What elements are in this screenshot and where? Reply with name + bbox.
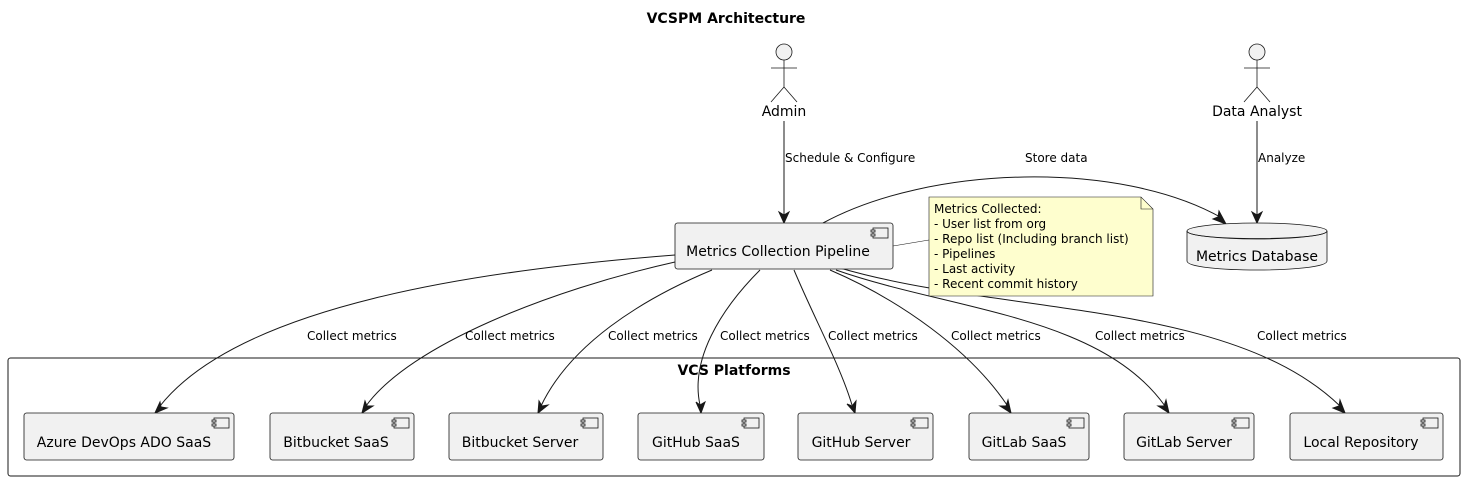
- diagram-title: VCSPM Architecture: [647, 11, 806, 27]
- edge-label-collect: Collect metrics: [307, 329, 397, 343]
- edge-collect-local-repo: [839, 267, 1341, 407]
- platform-label: Bitbucket SaaS: [283, 435, 389, 451]
- platform-label: GitHub SaaS: [652, 435, 740, 451]
- admin-actor-icon: [770, 43, 798, 103]
- arrowhead: [154, 400, 169, 414]
- component-icon: [1420, 417, 1439, 429]
- arrowhead: [777, 210, 791, 225]
- arrowhead: [846, 399, 857, 415]
- component-icon: [870, 227, 889, 239]
- arrowhead: [1211, 209, 1228, 225]
- edge-collect-github-saas: [697, 269, 761, 406]
- component-icon: [391, 417, 410, 429]
- platform-label: Azure DevOps ADO SaaS: [37, 435, 212, 451]
- arrowhead: [1331, 398, 1346, 414]
- platform-label: GitHub Server: [812, 435, 911, 451]
- arrowhead: [695, 400, 706, 415]
- note-item: - Pipelines: [934, 247, 995, 261]
- arrowhead: [998, 398, 1012, 415]
- edge-label-collect: Collect metrics: [1257, 329, 1347, 343]
- edge-label-store: Store data: [1025, 151, 1088, 165]
- note-item: - User list from org: [934, 217, 1046, 231]
- component-icon: [1066, 417, 1085, 429]
- edge-label-collect: Collect metrics: [1095, 329, 1185, 343]
- arrowhead: [537, 399, 550, 415]
- edge-collect-gitlab-saas: [829, 269, 1008, 406]
- platform-github-saas: GitHub SaaS: [637, 412, 765, 461]
- component-icon: [211, 417, 230, 429]
- edge-collect-gitlab-server: [835, 269, 1166, 407]
- platform-label: GitLab Server: [1136, 435, 1232, 451]
- component-icon: [1231, 417, 1250, 429]
- platform-gitlab-saas: GitLab SaaS: [968, 412, 1090, 461]
- platform-gitlab-server: GitLab Server: [1123, 412, 1255, 461]
- component-icon: [741, 417, 760, 429]
- data-analyst-label: Data Analyst: [1212, 104, 1302, 120]
- arrowhead: [361, 399, 375, 415]
- platform-label: Bitbucket Server: [462, 435, 579, 451]
- note-heading: Metrics Collected:: [934, 202, 1042, 216]
- data-analyst-actor-icon: [1243, 43, 1271, 103]
- arrowhead: [1250, 210, 1264, 225]
- edge-label-collect: Collect metrics: [465, 329, 555, 343]
- edge-label-collect: Collect metrics: [951, 329, 1041, 343]
- metrics-note: Metrics Collected: - User list from org …: [892, 196, 1154, 297]
- note-item: - Recent commit history: [934, 277, 1078, 291]
- edge-collect-bitbucket-saas: [365, 261, 676, 407]
- edge-collect-bitbucket-server: [540, 269, 713, 407]
- note-item: - Repo list (Including branch list): [934, 232, 1129, 246]
- platform-label: GitLab SaaS: [982, 435, 1067, 451]
- metrics-pipeline-component: Metrics Collection Pipeline: [674, 222, 894, 270]
- vcs-platforms-group-label: VCS Platforms: [677, 363, 790, 379]
- edge-store: [822, 176, 1223, 224]
- edge-label-collect: Collect metrics: [828, 329, 918, 343]
- platform-bitbucket-server: Bitbucket Server: [448, 412, 604, 461]
- edge-label-collect: Collect metrics: [720, 329, 810, 343]
- arrowhead: [1156, 398, 1170, 415]
- edges: [154, 121, 1346, 415]
- platform-azure-devops: Azure DevOps ADO SaaS: [23, 412, 235, 461]
- metrics-pipeline-label: Metrics Collection Pipeline: [686, 244, 870, 260]
- platform-local-repository: Local Repository: [1289, 412, 1444, 461]
- edge-collect-azure: [159, 254, 676, 407]
- database-icon: [1186, 231, 1328, 271]
- edge-collect-github-server: [793, 269, 853, 406]
- vcs-platforms-group: [7, 357, 1461, 477]
- component-icon: [910, 417, 929, 429]
- note-item: - Last activity: [934, 262, 1015, 276]
- metrics-database-label: Metrics Database: [1196, 249, 1318, 265]
- platform-label: Local Repository: [1303, 435, 1418, 451]
- platform-bitbucket-saas: Bitbucket SaaS: [269, 412, 415, 461]
- platform-github-server: GitHub Server: [797, 412, 934, 461]
- metrics-database: Metrics Database: [1186, 222, 1328, 271]
- admin-label: Admin: [762, 104, 807, 120]
- edge-label-collect: Collect metrics: [608, 329, 698, 343]
- component-icon: [580, 417, 599, 429]
- edge-label-analyze: Analyze: [1258, 151, 1305, 165]
- edge-label-schedule: Schedule & Configure: [785, 151, 915, 165]
